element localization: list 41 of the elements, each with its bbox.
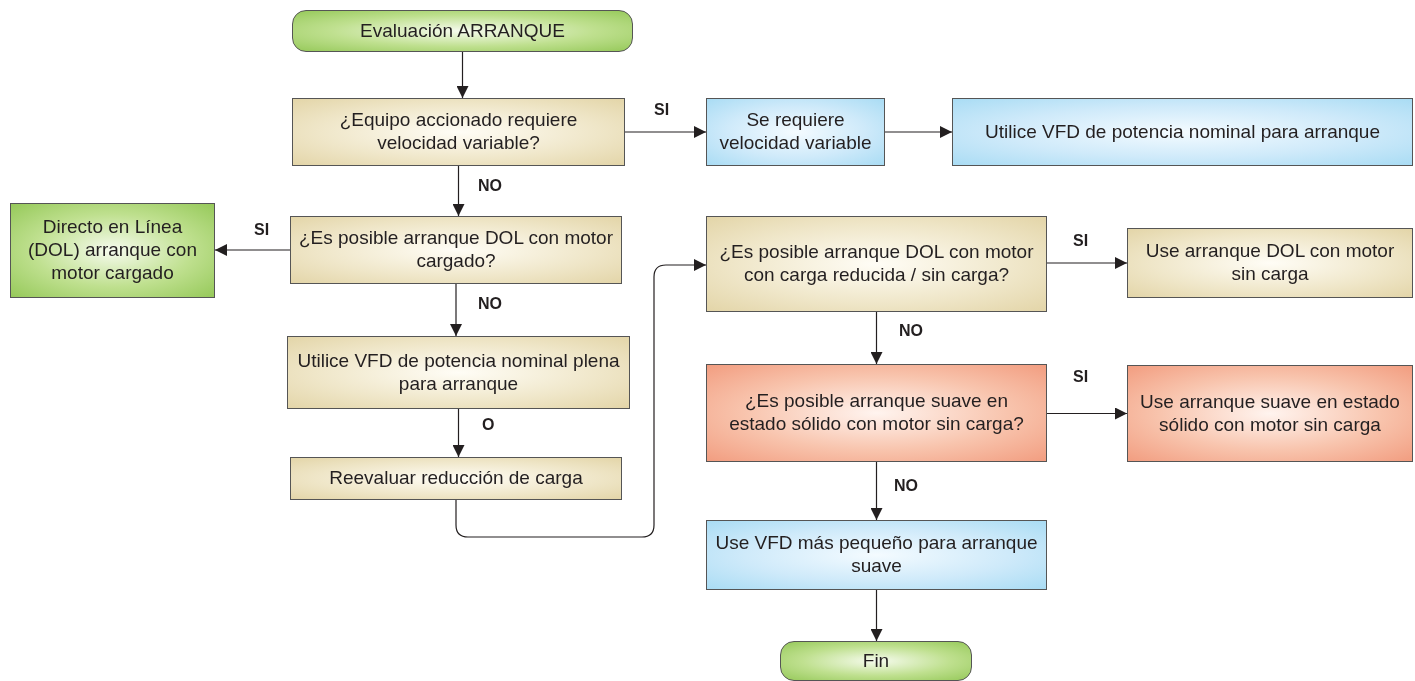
process-box [287, 336, 630, 409]
node-text: Use VFD más pequeño para arranque suave [715, 532, 1038, 578]
arrow [884, 126, 953, 138]
terminal-box [292, 10, 633, 52]
process-box [706, 520, 1047, 590]
node-text: Use arranque DOL con motor sin carga [1144, 240, 1396, 286]
node-text: ¿Equipo accionado requiere velocidad variable? [338, 109, 579, 155]
arrow [870, 589, 883, 642]
arrow [1046, 257, 1128, 269]
node-text: ¿Es posible arranque DOL con motor cargado? [299, 227, 613, 273]
process-box [292, 98, 625, 166]
arrow [452, 408, 465, 458]
process-box [706, 216, 1047, 312]
process-box [706, 364, 1047, 462]
process-box [952, 98, 1413, 166]
process-box [10, 203, 215, 298]
node-text: Directo en Línea (DOL) arranque con motor cargado [27, 216, 198, 285]
arrow [214, 244, 291, 256]
node-text: Utilice VFD de potencia nominal para arranque [985, 120, 1380, 144]
arrow [624, 126, 707, 138]
arrow [870, 461, 883, 521]
terminal-box [780, 641, 972, 681]
process-box [1127, 228, 1413, 298]
arrow [456, 51, 469, 99]
arrow [870, 311, 883, 365]
node-text: Reevaluar reducción de carga [329, 467, 583, 490]
node-text: Fin [862, 649, 890, 673]
arrow [455, 259, 707, 538]
process-box [290, 457, 622, 500]
process-box [290, 216, 622, 284]
node-text: Use arranque suave en estado sólido con motor sin carga [1139, 390, 1401, 437]
arrow [450, 283, 462, 337]
node-text: Evaluación ARRANQUE [360, 19, 565, 43]
node-text: Se requiere velocidad variable [718, 109, 873, 155]
arrow [1046, 407, 1128, 420]
node-text: Utilice VFD de potencia nominal plena para arranque [296, 349, 621, 396]
process-box [706, 98, 885, 166]
process-box [1127, 365, 1413, 462]
node-text: ¿Es posible arranque DOL con motor con carga reducida / sin carga? [718, 241, 1035, 287]
arrow [452, 165, 465, 217]
node-text: ¿Es posible arranque suave en estado sólido con motor sin carga? [728, 390, 1025, 436]
